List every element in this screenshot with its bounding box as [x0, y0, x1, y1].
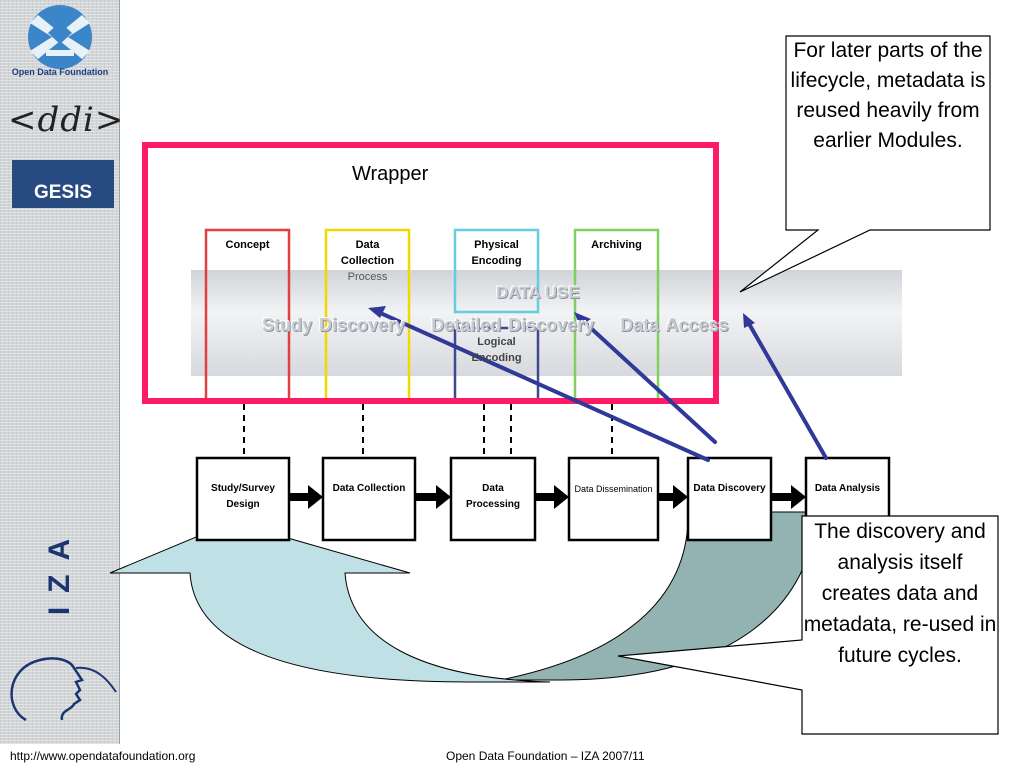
logo-text: Open Data Foundation — [11, 67, 109, 77]
stage-study-survey-design: Study/Survey Design — [211, 483, 275, 510]
data-use-band — [191, 270, 902, 376]
stage-data-processing: Data Processing — [466, 483, 520, 510]
gesis-logo-text: GESIS — [33, 182, 93, 203]
flow-arrows — [289, 485, 806, 509]
callout-bottom-text: The discovery and analysis itself create… — [803, 520, 997, 667]
left-return-arrow — [109, 521, 551, 683]
footer-url[interactable]: http://www.opendatafoundation.org — [10, 749, 196, 763]
physical-encoding-module-box — [453, 228, 540, 314]
stage-data-discovery: Data Discovery — [693, 483, 766, 494]
reuse-arrows — [376, 310, 828, 462]
reuse-arrowheads — [368, 306, 755, 328]
data-use-item: Data Access — [620, 315, 729, 335]
logical-encoding-label: Logical Encoding — [471, 336, 522, 364]
gesis-logo: GESIS — [12, 160, 114, 208]
concept-label: Concept — [225, 239, 270, 251]
archiving-label: Archiving — [591, 239, 642, 251]
physical-encoding-label: Physical Encoding — [471, 239, 522, 267]
data-use-item: Detailed Discovery — [431, 315, 595, 335]
right-return-arrow — [499, 511, 817, 681]
iza-profile-icon — [10, 657, 117, 722]
callout-top-text: For later parts of the lifecycle, metada… — [790, 39, 986, 152]
ddi-logo-text: <ddi> — [8, 100, 125, 140]
callout-top-box — [739, 35, 991, 293]
footer-center-text: Open Data Foundation – IZA 2007/11 — [446, 749, 645, 763]
dashed-connectors — [243, 404, 613, 458]
data-use-items: Study Discovery Detailed Discovery Data Ac… — [262, 315, 755, 336]
sidebar: Open Data Foundation <ddi> GESIS IZA — [0, 0, 125, 744]
stage-data-dissemination: Data Dissemination — [574, 484, 653, 494]
process-label: Process — [347, 271, 388, 283]
open-data-foundation-logo-icon — [28, 5, 92, 69]
wrapper-box — [142, 142, 719, 404]
data-use-item: Study Discovery — [262, 315, 406, 335]
callout-bottom-box — [617, 515, 999, 735]
stage-data-analysis: Data Analysis — [814, 483, 881, 494]
data-use-title: DATA USE — [496, 283, 580, 302]
data-collection-label: Data Collection — [340, 239, 395, 267]
wrapper-label: Wrapper — [352, 163, 429, 185]
stage-data-collection: Data Collection — [332, 483, 406, 494]
